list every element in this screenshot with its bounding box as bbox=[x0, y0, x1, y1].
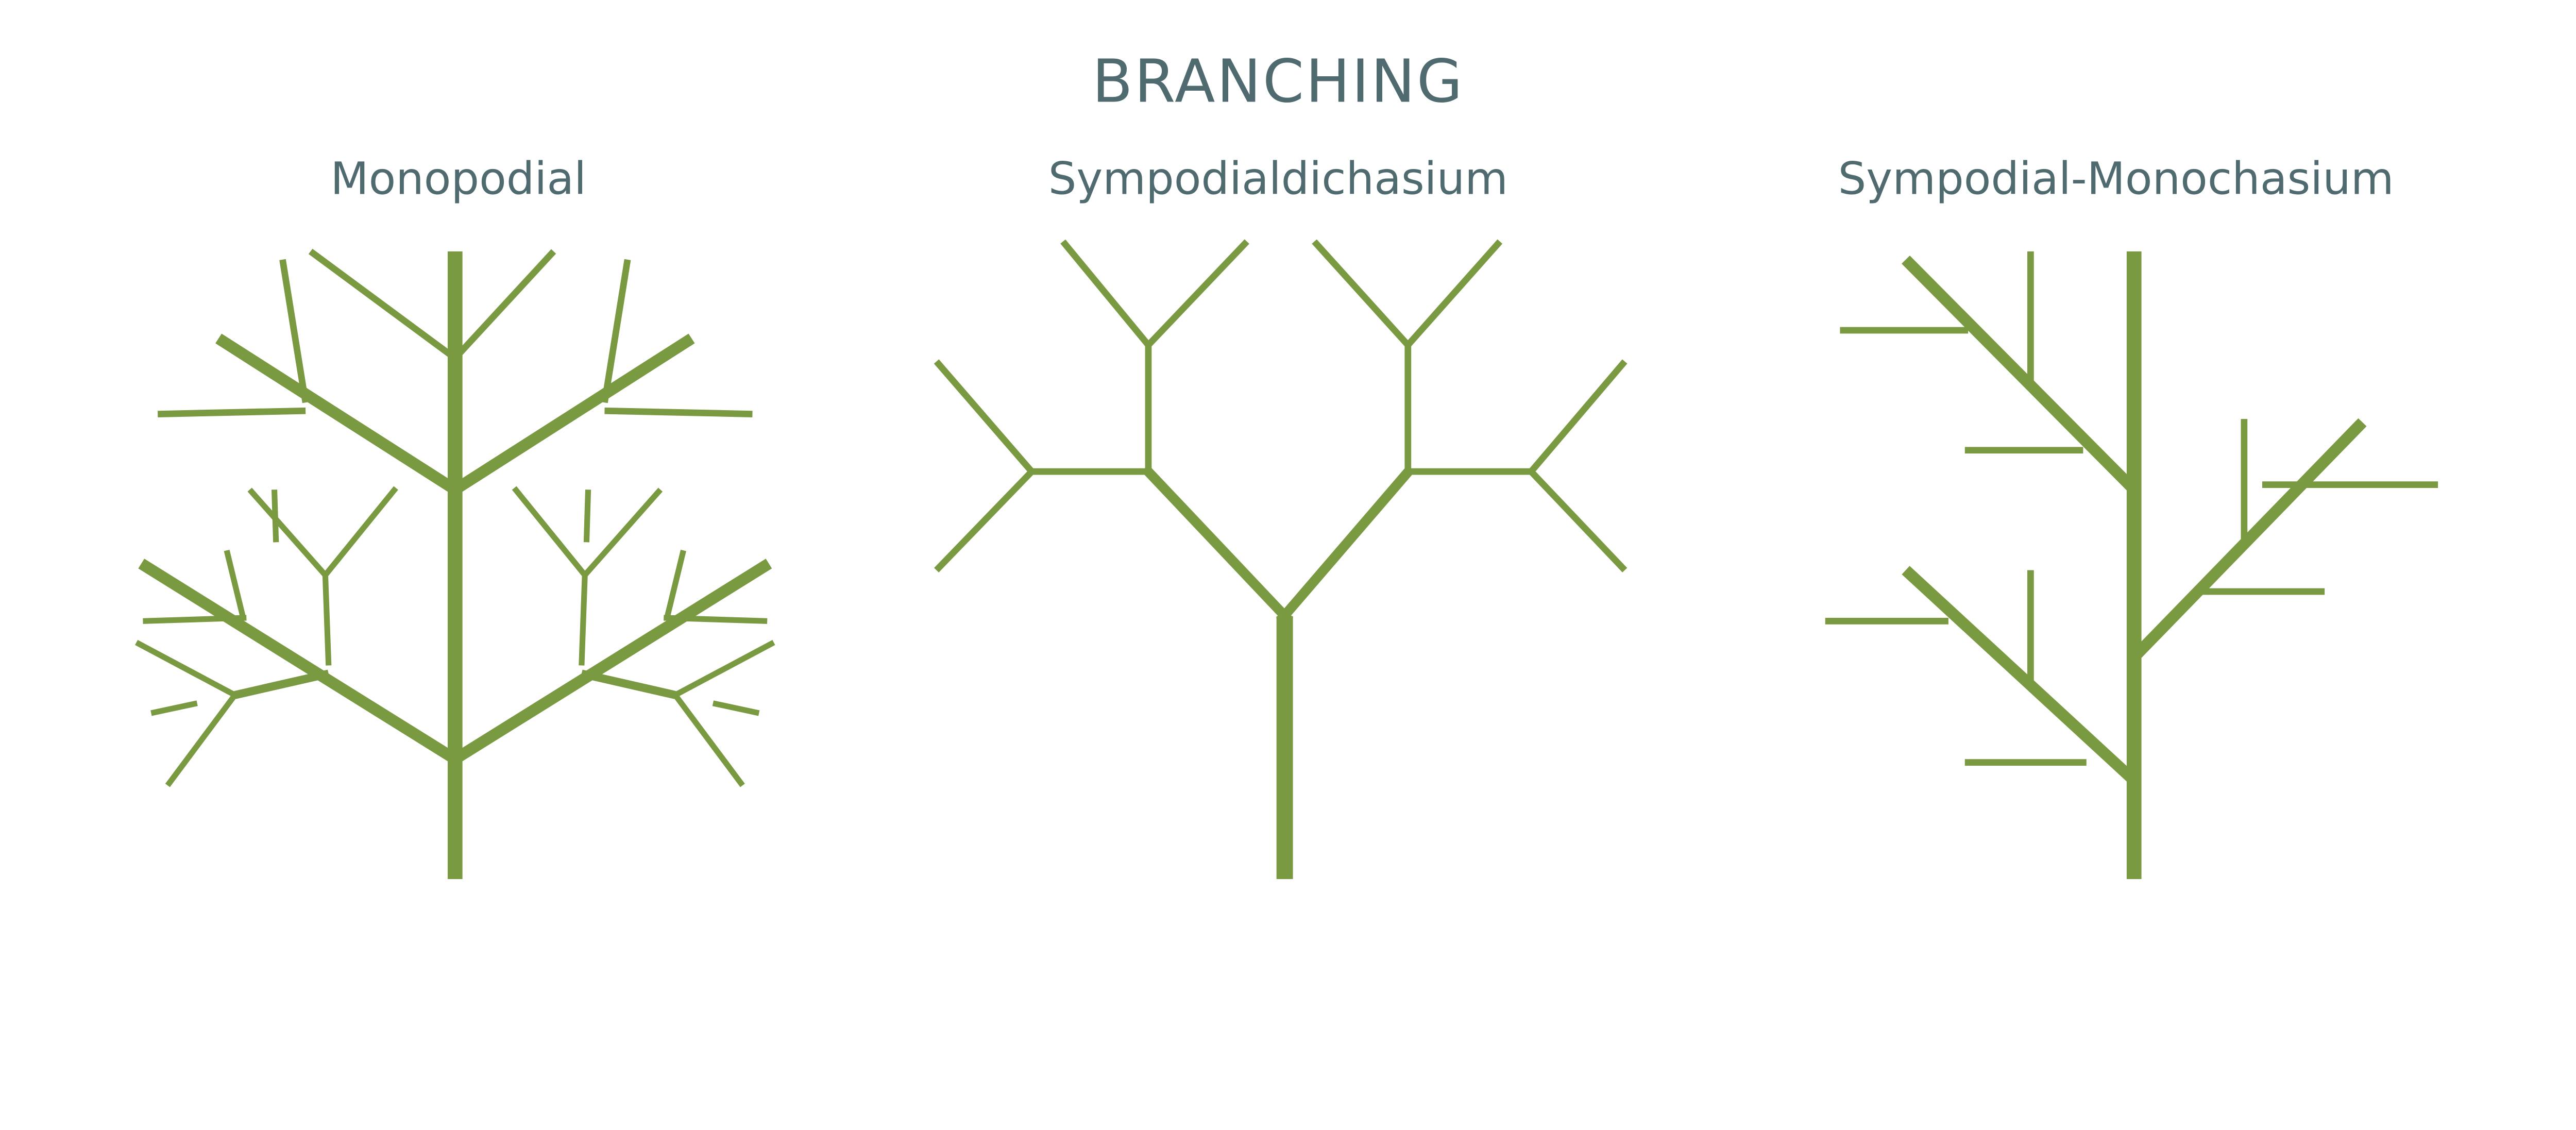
branch-segment bbox=[322, 575, 332, 666]
upper-right-branch bbox=[452, 259, 753, 495]
branch-segment bbox=[934, 469, 1035, 572]
branch-segment bbox=[712, 700, 760, 716]
branch-segment bbox=[1276, 465, 1415, 625]
branch-segment bbox=[323, 486, 398, 577]
branch-segment bbox=[581, 669, 676, 699]
branch-segment bbox=[664, 615, 768, 624]
branch-segment bbox=[150, 700, 198, 716]
branch-segment bbox=[234, 669, 330, 699]
label-monopodial: Monopodial bbox=[330, 153, 586, 205]
branch-segment bbox=[604, 407, 753, 417]
branch-segment bbox=[224, 549, 246, 619]
branch-segment bbox=[452, 333, 695, 495]
label-sympodial-monochasium: Sympodial-Monochasium bbox=[1838, 153, 2394, 205]
branch-segment bbox=[1405, 239, 1503, 347]
branch-segment bbox=[1146, 239, 1249, 348]
branch-segment bbox=[452, 559, 772, 764]
branch-segment bbox=[157, 407, 306, 417]
branch-segment bbox=[512, 486, 587, 577]
branch-segment bbox=[1141, 465, 1294, 625]
sympodial-dichasium-tree bbox=[934, 239, 1628, 879]
branch-segment bbox=[165, 693, 238, 787]
branch-segment bbox=[664, 549, 686, 619]
branch-segment bbox=[247, 487, 328, 577]
branch-segment bbox=[579, 575, 588, 666]
branch-segment bbox=[1902, 255, 2139, 494]
monopodial-tree bbox=[135, 248, 775, 879]
branch-segment bbox=[279, 259, 309, 403]
lower-left-branch bbox=[135, 486, 459, 787]
branch-segment bbox=[583, 487, 663, 577]
branch-segment bbox=[934, 359, 1035, 474]
branch-segment bbox=[673, 639, 775, 698]
lower-right-branch bbox=[452, 486, 775, 787]
branch-segment bbox=[308, 248, 457, 361]
sympodial-monochasium-tree bbox=[1825, 251, 2438, 879]
upper-left-branch bbox=[157, 259, 459, 495]
branch-segment bbox=[215, 333, 459, 495]
title: BRANCHING bbox=[1092, 47, 1464, 116]
branch-segment bbox=[2130, 418, 2367, 662]
branch-segment bbox=[583, 490, 591, 543]
branch-segment bbox=[1529, 469, 1628, 572]
branch-segment bbox=[452, 249, 556, 361]
branch-segment bbox=[601, 259, 631, 403]
branch-segment bbox=[1312, 239, 1411, 347]
branch-segment bbox=[1060, 239, 1151, 347]
branch-segment bbox=[673, 693, 745, 787]
branch-segment bbox=[135, 639, 236, 698]
branch-segment bbox=[1529, 359, 1628, 474]
branch-segment bbox=[1902, 566, 2138, 785]
label-sympodial-dichasium: Sympodialdichasium bbox=[1048, 153, 1508, 205]
branch-segment bbox=[138, 559, 459, 764]
branching-diagram: BRANCHING Monopodial Sympodialdichasium … bbox=[135, 47, 2438, 879]
branch-segment bbox=[143, 615, 247, 624]
branch-segment bbox=[271, 490, 279, 543]
